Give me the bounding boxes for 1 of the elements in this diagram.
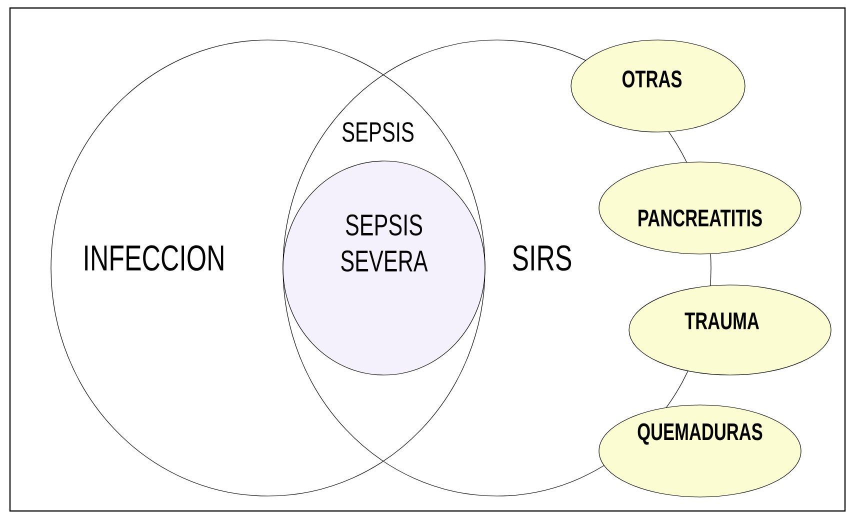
region-label: SEPSIS bbox=[342, 122, 414, 142]
